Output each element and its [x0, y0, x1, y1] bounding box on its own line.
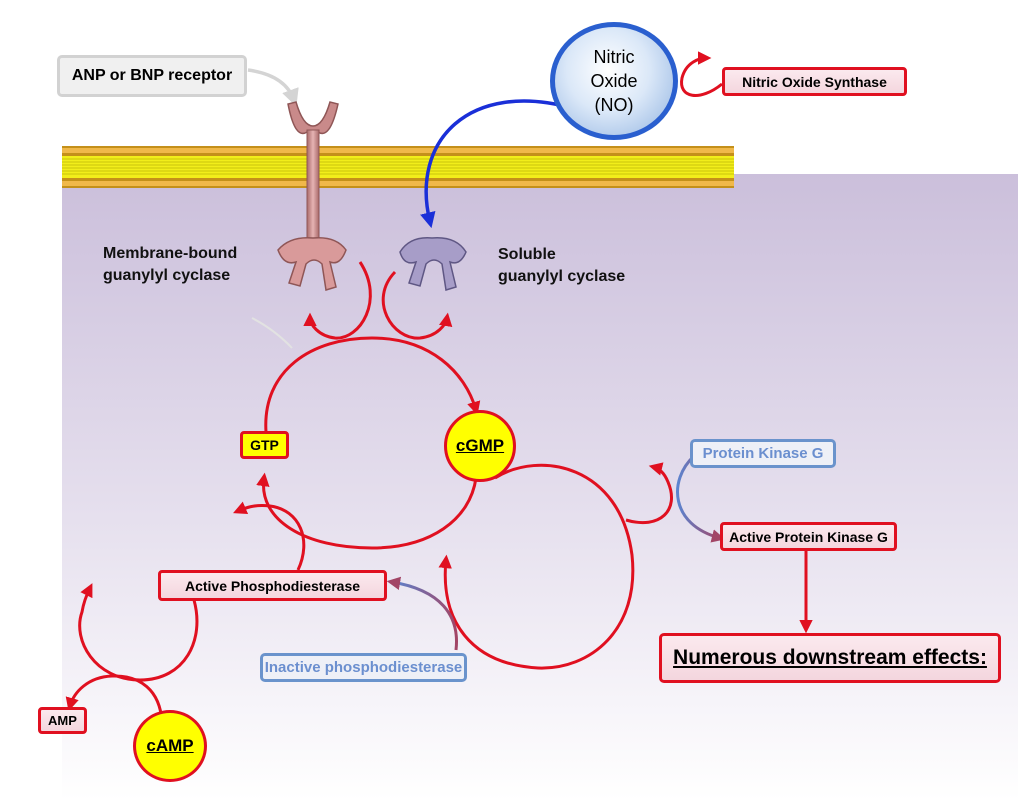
soluble-gc-label: Soluble guanylyl cyclase	[498, 246, 626, 285]
camp-node: cAMP	[133, 710, 207, 782]
faint-connector	[251, 317, 293, 349]
cytoplasm-background	[62, 174, 1018, 801]
downstream-effects-label: Numerous downstream effects:	[659, 633, 1001, 683]
pkg-to-active-arrow	[676, 454, 726, 543]
camp-to-amp-arrow	[65, 674, 164, 723]
nitric-oxide-node: Nitric Oxide (NO)	[550, 22, 678, 140]
soluble-guanylyl-cyclase-shape	[399, 237, 467, 291]
membrane-gc-loop	[303, 261, 372, 340]
membrane-gc-label: Membrane-bound guanylyl cyclase	[103, 245, 238, 284]
cgmp-to-gtp-arc	[256, 472, 478, 550]
inactive-pde-label: Inactive phosphodiesterase	[260, 653, 467, 682]
membrane-guanylyl-cyclase-shape	[277, 101, 347, 291]
pkg-activation-loop	[625, 462, 673, 525]
cell-membrane	[62, 146, 734, 188]
active-pde-label: Active Phosphodiesterase	[158, 570, 387, 601]
active-pkg-label: Active Protein Kinase G	[720, 522, 897, 551]
pde-camp-loop	[78, 583, 199, 682]
gtp-node: GTP	[240, 431, 289, 459]
pkg-label: Protein Kinase G	[690, 439, 836, 468]
amp-label: AMP	[38, 707, 87, 734]
gtp-to-cgmp-arc	[264, 336, 481, 433]
nos-label: Nitric Oxide Synthase	[722, 67, 907, 96]
soluble-gc-loop	[381, 270, 453, 340]
no-activation-arrow	[420, 99, 573, 229]
pde-cgmp-loop	[233, 501, 306, 571]
cgmp-node: cGMP	[444, 410, 516, 482]
receptor-label: ANP or BNP receptor	[57, 55, 247, 97]
nos-loop-arrow	[680, 51, 723, 97]
pde-activation-arrow	[386, 576, 458, 651]
cgmp-breakdown-loop	[438, 463, 635, 670]
receptor-pointer-arrow	[247, 68, 299, 107]
